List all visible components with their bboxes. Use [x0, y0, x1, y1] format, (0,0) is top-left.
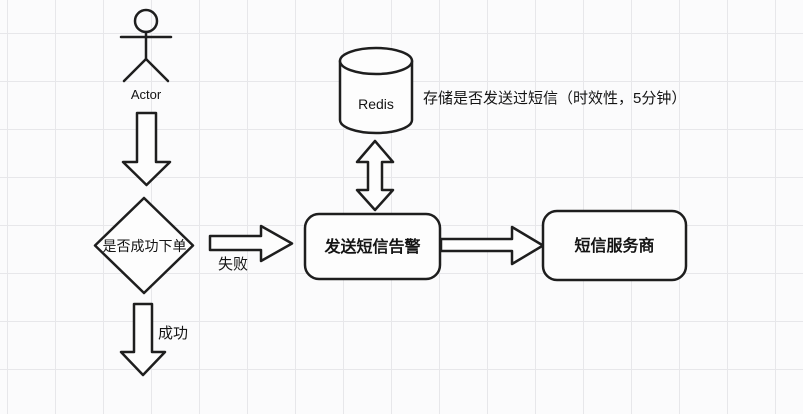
decision-label: 是否成功下单: [102, 238, 187, 254]
success-arrow-icon: [119, 302, 167, 377]
success-edge-label: 成功: [157, 325, 188, 342]
redis-note-label: 存储是否发送过短信（时效性，5分钟）: [423, 90, 687, 107]
fail-edge-label: 失败: [217, 256, 248, 273]
provider-box: [541, 209, 688, 282]
arrow-down-to-decision-icon: [121, 111, 172, 187]
actor-stick-figure-icon: [119, 8, 173, 83]
fail-arrow-icon: [208, 224, 294, 263]
decision-diamond: [93, 196, 195, 295]
redis-sync-double-arrow-icon: [355, 139, 395, 212]
redis-cylinder: [338, 46, 414, 135]
actor-label: Actor: [130, 87, 162, 102]
provider-arrow-icon: [439, 225, 545, 266]
redis-label: Redis: [358, 96, 394, 112]
alert-box-label: 发送短信告警: [324, 239, 421, 256]
provider-box-label: 短信服务商: [574, 238, 655, 255]
